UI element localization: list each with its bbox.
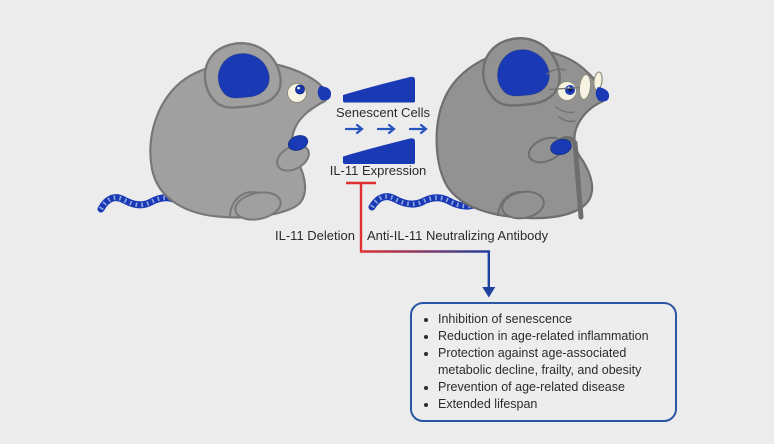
- right-arrows-icon: [344, 123, 428, 135]
- outcome-item: Protection against age-associated metabo…: [438, 345, 665, 379]
- senescent-cells-label: Senescent Cells: [336, 105, 430, 120]
- aged-mouse-cheek-wrinkle: [558, 116, 576, 123]
- glasses-wire: [548, 86, 582, 91]
- increase-wedge-icon: [343, 76, 415, 103]
- aged-mouse-tail-stripes: [370, 194, 504, 209]
- glasses-lens-icon: [578, 73, 592, 101]
- il11-expression-label: IL-11 Expression: [329, 163, 427, 178]
- young-mouse-arm: [276, 144, 310, 172]
- outcome-item: Reduction in age-related inflammation: [438, 328, 665, 345]
- outcome-item: Inhibition of senescence: [438, 311, 665, 328]
- young-mouse-eye-highlight: [297, 86, 300, 90]
- outcome-item: Prevention of age-related disease: [438, 379, 665, 396]
- il11-deletion-label: IL-11 Deletion: [275, 228, 355, 243]
- t-bar-inhibition-icon: [346, 181, 376, 252]
- aged-mouse-paw: [550, 138, 572, 156]
- outcomes-box: Inhibition of senescenceReduction in age…: [410, 302, 677, 422]
- young-mouse-illustration: [97, 42, 332, 221]
- outcomes-list: Inhibition of senescenceReduction in age…: [418, 311, 665, 413]
- aged-mouse-nose: [595, 87, 610, 102]
- aged-mouse-forehead-wrinkle: [546, 68, 566, 75]
- young-mouse-foot: [234, 191, 282, 221]
- aged-mouse-illustration: [368, 37, 610, 220]
- down-arrow-icon: [482, 251, 496, 298]
- aged-mouse-foot: [501, 190, 545, 220]
- young-mouse-inner-ear: [217, 53, 270, 99]
- aged-mouse-cheek-wrinkle: [555, 106, 575, 114]
- young-mouse-nose: [317, 86, 332, 101]
- outcome-item: Extended lifespan: [438, 396, 665, 413]
- increase-wedge-icon: [343, 138, 415, 164]
- young-mouse-paw: [287, 135, 309, 151]
- anti-il11-antibody-label: Anti-IL-11 Neutralizing Antibody: [367, 228, 549, 243]
- young-mouse-pupil: [295, 84, 305, 95]
